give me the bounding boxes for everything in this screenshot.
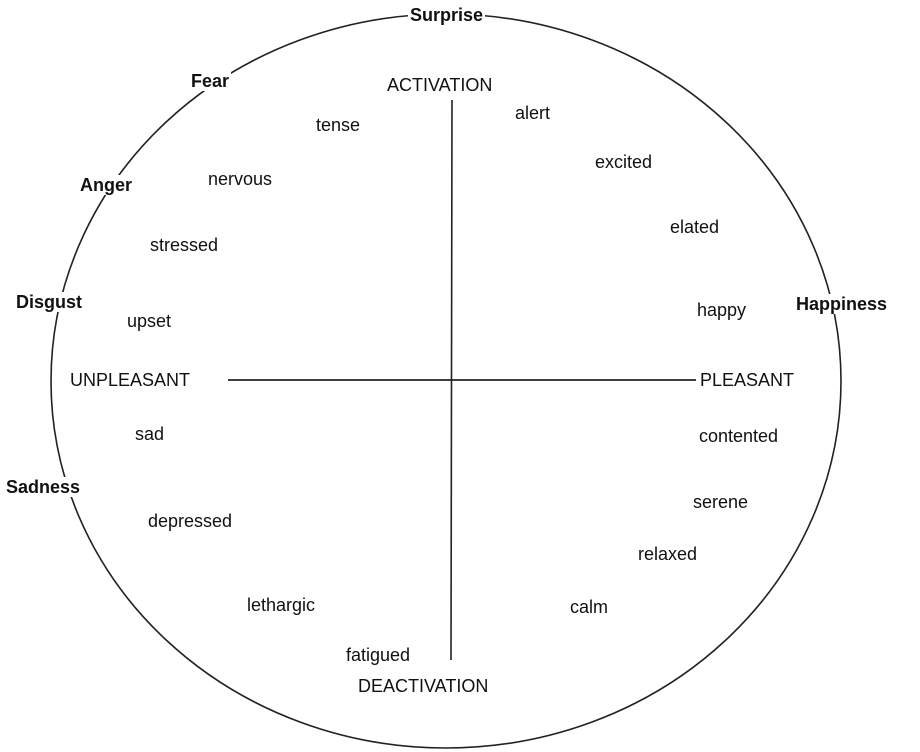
- emotion-disgust: Disgust: [14, 292, 85, 312]
- axis-label-activation: ACTIVATION: [386, 75, 494, 95]
- emotion-surprise: Surprise: [408, 5, 486, 25]
- emotion-anger: Anger: [78, 175, 135, 195]
- word-tense: tense: [316, 115, 361, 135]
- word-lethargic: lethargic: [247, 595, 316, 615]
- word-fatigued: fatigued: [346, 645, 411, 665]
- axis-label-deactivation: DEACTIVATION: [357, 676, 490, 696]
- word-calm: calm: [570, 597, 609, 617]
- word-elated: elated: [670, 217, 720, 237]
- word-serene: serene: [693, 492, 749, 512]
- word-nervous: nervous: [208, 169, 273, 189]
- emotion-fear: Fear: [189, 71, 232, 91]
- word-upset: upset: [127, 311, 172, 331]
- word-happy: happy: [697, 300, 747, 320]
- emotion-sadness: Sadness: [4, 477, 83, 497]
- axis-label-unpleasant: UNPLEASANT: [69, 370, 192, 390]
- word-depressed: depressed: [148, 511, 233, 531]
- emotion-happiness: Happiness: [794, 294, 890, 314]
- word-contented: contented: [699, 426, 779, 446]
- word-stressed: stressed: [150, 235, 219, 255]
- word-alert: alert: [515, 103, 551, 123]
- word-sad: sad: [135, 424, 165, 444]
- word-relaxed: relaxed: [638, 544, 698, 564]
- axis-label-pleasant: PLEASANT: [699, 370, 796, 390]
- word-excited: excited: [595, 152, 653, 172]
